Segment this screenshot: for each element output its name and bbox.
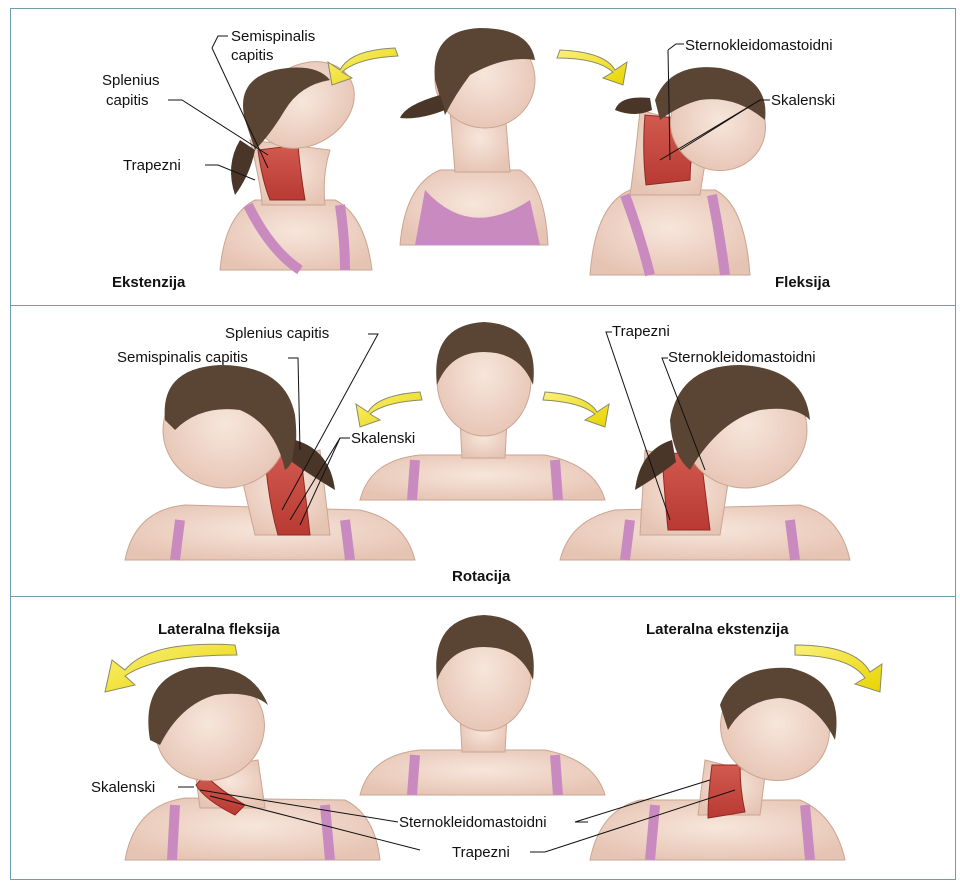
arrow-right-icon xyxy=(543,392,609,427)
label-sternokleidomastoidni: Sternokleidomastoidni xyxy=(399,815,547,830)
shirt-strap xyxy=(555,460,558,500)
neck-muscles xyxy=(708,765,745,818)
shirt-strap xyxy=(555,755,558,795)
figure-lateral-center xyxy=(360,615,605,795)
shirt-strap xyxy=(175,520,180,560)
label-semispinalis-capitis-line1: Semispinalis xyxy=(231,29,315,44)
label-skalenski: Skalenski xyxy=(351,431,415,446)
shirt-strap xyxy=(172,805,175,860)
label-trapezni: Trapezni xyxy=(123,158,181,173)
label-semispinalis-capitis: Semispinalis capitis xyxy=(117,350,248,365)
label-splenius-capitis: Splenius capitis xyxy=(225,326,329,341)
label-trapezni: Trapezni xyxy=(452,845,510,860)
ponytail xyxy=(615,98,652,115)
label-skalenski: Skalenski xyxy=(91,780,155,795)
label-trapezni: Trapezni xyxy=(612,324,670,339)
figure-rotation-right xyxy=(560,365,850,560)
ponytail xyxy=(400,95,445,118)
shirt-strap xyxy=(325,805,330,860)
shirt-strap xyxy=(625,520,630,560)
title-lateralna-ekstenzija: Lateralna ekstenzija xyxy=(646,622,789,637)
label-sternokleidomastoidni: Sternokleidomastoidni xyxy=(685,38,833,53)
arrow-right-icon xyxy=(557,50,627,85)
figure-neutral-profile xyxy=(400,28,548,245)
shirt-strap xyxy=(340,205,345,270)
figure-rotation-center xyxy=(360,322,605,500)
arrow-left-icon xyxy=(356,392,422,427)
figure-rotation-left xyxy=(125,365,415,560)
ponytail xyxy=(231,140,255,195)
title-lateralna-fleksija: Lateralna fleksija xyxy=(158,622,280,637)
title-fleksija: Fleksija xyxy=(775,275,830,290)
torso-shape xyxy=(360,750,605,795)
label-semispinalis-capitis-line2: capitis xyxy=(231,48,274,63)
title-rotacija: Rotacija xyxy=(452,569,510,584)
title-ekstenzija: Ekstenzija xyxy=(112,275,185,290)
figure-lateral-extension xyxy=(590,658,847,860)
shirt-strap xyxy=(412,755,415,795)
shirt-strap xyxy=(805,805,810,860)
shirt-strap xyxy=(650,805,655,860)
figure-flexion xyxy=(590,64,781,275)
arrow-left-icon xyxy=(328,48,398,85)
label-splenius-capitis-line2: capitis xyxy=(106,93,149,108)
shirt-strap xyxy=(412,460,415,500)
shirt-strap xyxy=(345,520,350,560)
label-splenius-capitis-line1: Splenius xyxy=(102,73,160,88)
shirt-strap xyxy=(790,520,795,560)
torso-shape xyxy=(360,455,605,500)
label-sternokleidomastoidni: Sternokleidomastoidni xyxy=(668,350,816,365)
label-skalenski: Skalenski xyxy=(771,93,835,108)
